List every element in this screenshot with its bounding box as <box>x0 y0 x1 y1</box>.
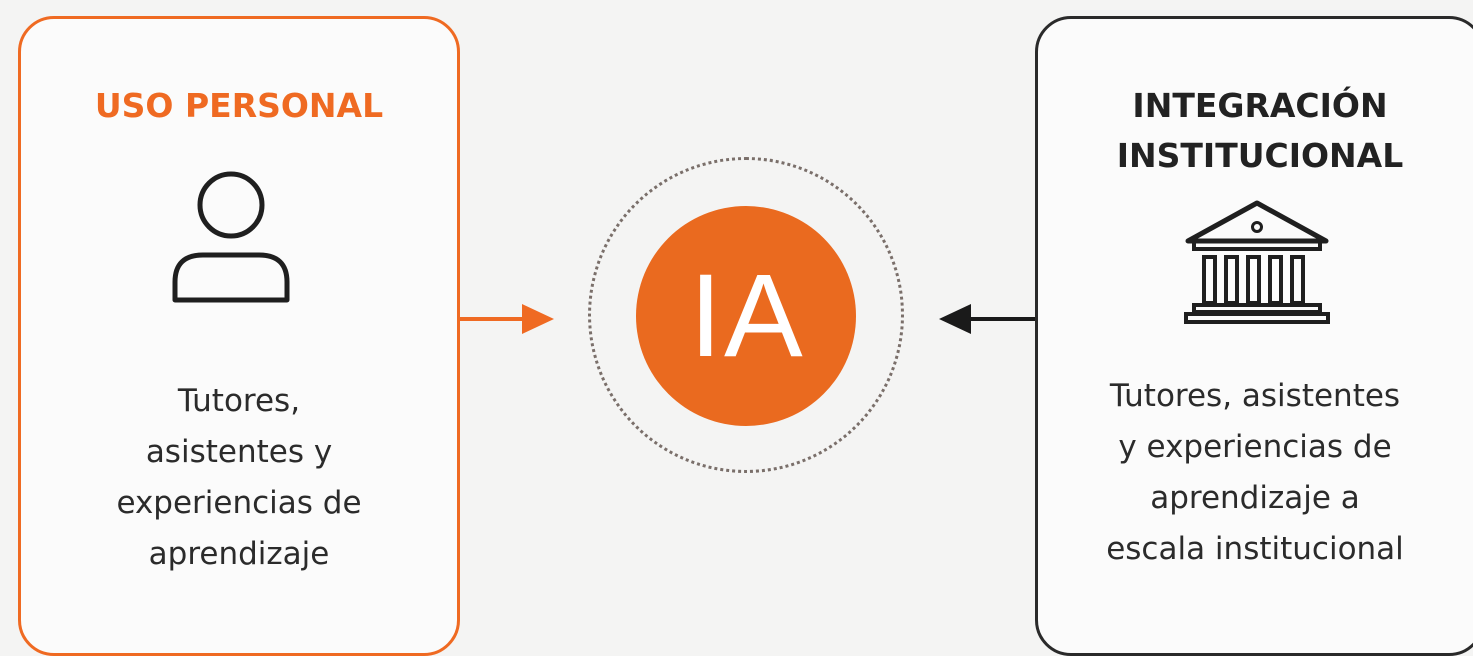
institutional-title-line: INTEGRACIÓN <box>1132 86 1388 125</box>
personal-use-title-text: USO PERSONAL <box>94 86 384 125</box>
description-line: Tutores, <box>177 383 301 419</box>
personal-use-title: USO PERSONAL <box>21 81 457 131</box>
arrow-left-icon <box>939 304 1035 334</box>
person-icon <box>172 171 290 303</box>
ia-hub-circle: IA <box>636 206 856 426</box>
description-line: Tutores, asistentes <box>1109 378 1401 414</box>
hub-dotted-ring <box>588 157 904 473</box>
personal-use-description: Tutores, asistentes y experiencias de ap… <box>21 376 457 580</box>
ia-hub-label: IA <box>689 250 805 382</box>
description-line: aprendizaje <box>148 536 330 572</box>
description-line: escala institucional <box>1106 531 1404 567</box>
institutional-integration-description: Tutores, asistentes y experiencias de ap… <box>1028 371 1473 575</box>
institutional-title-line: INSTITUCIONAL <box>1116 136 1404 175</box>
personal-use-card: USO PERSONAL Tutores, asistentes y exper… <box>18 16 460 656</box>
description-line: asistentes y <box>145 434 333 470</box>
description-line: experiencias de <box>116 485 362 521</box>
institutional-integration-card: INTEGRACIÓN INSTITUCIONAL Tutores, asist… <box>1035 16 1473 656</box>
arrow-right-icon <box>458 304 554 334</box>
description-line: y experiencias de <box>1118 429 1392 465</box>
description-line: aprendizaje a <box>1150 480 1360 516</box>
institutional-integration-title: INTEGRACIÓN INSTITUCIONAL <box>1038 81 1473 181</box>
institution-building-icon <box>1184 200 1330 324</box>
